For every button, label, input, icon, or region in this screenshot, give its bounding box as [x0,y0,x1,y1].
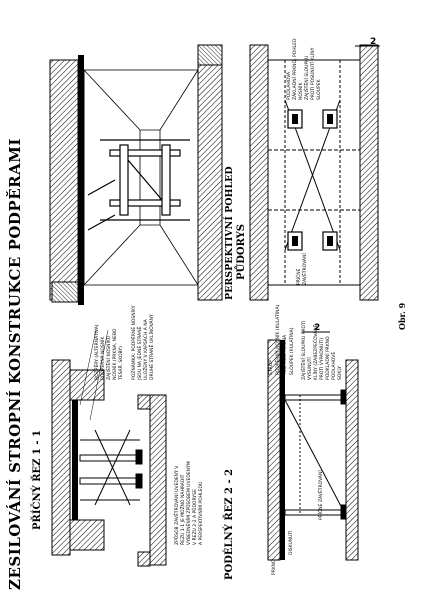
svg-text:PODLAHOVÁ: PODLAHOVÁ [285,71,292,100]
figure-number: Obr. 9 [397,302,407,330]
perspective-view: PERSPEKTIVNÍ POHLED [49,44,235,305]
long-beam [280,340,285,560]
svg-text:SOKLY: SOKLY [337,366,343,380]
cross-section-heading: PŘÍČNÝ ŘEZ 1 - 1 [31,430,43,530]
perspective-heading: PERSPEKTIVNÍ POHLED [223,166,235,300]
svg-text:SLOUPEK: SLOUPEK [316,78,322,100]
plan-posts [287,109,338,251]
persp-beam [78,55,84,305]
svg-text:PROTI POSUNUTÍ KLÍNY: PROTI POSUNUTÍ KLÍNY [309,47,316,100]
persp-floor [51,44,223,303]
plan-section-marker: 2 [370,37,376,47]
svg-text:SLOUPEK (KULATINA): SLOUPEK (KULATINA) [289,327,295,375]
cross-note-b: ZPŮSOB ZAVĚTROVÁNÍ UVEDENÝ V ŘEZU 1-1 JE… [172,461,204,545]
svg-text:PODLAHOVÉ: PODLAHOVÉ [329,352,337,380]
svg-text:ŘEZU 1-1 JE MOŽNO NAHRADIT: ŘEZU 1-1 JE MOŽNO NAHRADIT [178,474,186,545]
svg-text:PROTI VYPADNUTÍ): PROTI VYPADNUTÍ) [318,338,325,380]
svg-text:ZPŮSOB ZAVĚTROVÁNÍ UVEDENÝ V: ZPŮSOB ZAVĚTROVÁNÍ UVEDENÝ V [172,465,180,545]
cross-floor-slab [51,359,71,556]
svg-text:NOSNÍK: NOSNÍK [297,82,304,100]
cross-ceiling-cap [137,394,151,410]
cross-ceiling-slab [149,394,167,566]
plan-beams [268,59,360,286]
svg-text:ZAJIŠTĚNÍ NOSNÍKU: ZAJIŠTĚNÍ NOSNÍKU [104,336,112,380]
svg-text:DISKUNUTÍ: DISKUNUTÍ [287,530,294,555]
plan-wall-left [249,44,269,301]
long-labels-right: ZAJIŠTĚNÍ SLOUPKU PROTI VYSUNUTÍ KLÍNY (… [299,321,343,380]
long-labels-bottom: PRKNO DISKUNUTÍ PŘÍČNÉ ZAVĚTROVÁNÍ [271,470,324,575]
svg-text:JSOU NA JEDNÉ STRANĚ: JSOU NA JEDNÉ STRANĚ [135,326,143,381]
cross-note-a: POZNÁMKA: PODPĚRNÉ NOSNÍKY JSOU NA JEDNÉ… [129,305,155,381]
svg-text:A PERSPEKTIVNÍM POHLEDU: A PERSPEKTIVNÍM POHLEDU [197,482,204,545]
svg-text:TESAŘSKÁ SKOBA: TESAŘSKÁ SKOBA [280,334,288,376]
svg-text:ROZPĚRY (ALTERNATIVA): ROZPĚRY (ALTERNATIVA) [92,324,100,380]
long-section-marker: 2 [314,323,320,333]
cross-ceiling-cap-2 [137,551,151,567]
long-floor [345,359,359,561]
svg-text:PŘÍČNÉ ZAVĚTROVÁNÍ: PŘÍČNÉ ZAVĚTROVÁNÍ [316,470,324,520]
svg-text:STROP: STROP [268,360,274,375]
svg-text:NOSNÍK (PRKNA, NEBO: NOSNÍK (PRKNA, NEBO [111,328,118,380]
svg-text:PODPĚRNÝ NOSNÍK (KULATINA): PODPĚRNÝ NOSNÍK (KULATINA) [273,304,281,375]
cross-support-beam [72,400,78,520]
svg-text:TESAŘ. SKOBY): TESAŘ. SKOBY) [116,346,124,381]
long-labels-top: STROP PODPĚRNÝ NOSNÍK (KULATINA) TESAŘSK… [268,304,295,376]
svg-text:PŘÍČNÉ: PŘÍČNÉ [294,268,302,285]
cross-floor-block [69,369,105,401]
plan-label-bottom: PŘÍČNÉ ZAVĚTROVÁNÍ [294,253,308,285]
svg-text:VYSUNUTÍ: VYSUNUTÍ [306,357,313,380]
cross-labels: ROZPĚRY (ALTERNATIVA) PODPĚRNÝ NOSNÍK ZA… [79,324,124,421]
cross-floor-block-2 [69,519,105,551]
svg-text:ZAJIŠTĚNÍ SLOUPKU PROTI: ZAJIŠTĚNÍ SLOUPKU PROTI [299,321,307,380]
persp-wall-left [49,59,79,301]
plan-labels: PODLAHOVÁ ZÁKLADNÍ PRKNO, POHLED NOSNÍK … [285,38,322,100]
svg-text:PODKLADNÍ PRKNO: PODKLADNÍ PRKNO [324,336,331,380]
svg-text:ZÁKLADNÍ PRKNO, POHLED: ZÁKLADNÍ PRKNO, POHLED [291,38,298,100]
plan-heading: PŮDORYS [235,224,247,280]
persp-room-lines [83,68,199,287]
plan-view: PŮDORYS PODLAHOVÁ ZÁKLADNÍ PRKNO, POHLED [235,37,380,301]
svg-text:DRUHÉ STRANĚ UKLÍNOVÁNY: DRUHÉ STRANĚ UKLÍNOVÁNY [147,314,155,380]
cross-posts [79,429,143,506]
longitudinal-section-2-2: PODÉLNÝ ŘEZ 2 - 2 STROP PODPĚRNÝ NOSNÍK … [223,304,359,580]
svg-text:VYBEDNĚNÍM ZPŮSOBEM UVEDENÝM: VYBEDNĚNÍM ZPŮSOBEM UVEDENÝM [184,461,192,545]
svg-text:ZAVĚTROVÁNÍ: ZAVĚTROVÁNÍ [300,253,308,285]
plan-wall-right [359,44,379,301]
long-posts [284,389,347,520]
cross-section-1-1: PŘÍČNÝ ŘEZ 1 - 1 ROZPĚRY (ALTERNATIVA) P… [31,305,204,567]
persp-wall-right [197,59,223,301]
svg-text:KLÍNY (ZABEZPEČOVANÉ: KLÍNY (ZABEZPEČOVANÉ [311,324,319,380]
persp-support-frame [87,139,190,231]
svg-text:V ŘEZU 2-2 A PŮDORYSE: V ŘEZU 2-2 A PŮDORYSE [190,489,198,545]
svg-text:ZAJIŠTĚNÍ SLOUPKU: ZAJIŠTĚNÍ SLOUPKU [302,56,310,100]
longitudinal-heading: PODÉLNÝ ŘEZ 2 - 2 [223,469,235,580]
svg-text:PRKNO: PRKNO [271,559,277,575]
page-title: ZESILOVÁNÍ STROPNÍ KONSTRUKCE PODPĚRAMI [6,138,24,590]
svg-text:ULOŽENY V KAPSÁCH A NA: ULOŽENY V KAPSÁCH A NA [141,318,149,380]
svg-text:POZNÁMKA: PODPĚRNÉ NOSNÍKY: POZNÁMKA: PODPĚRNÉ NOSNÍKY [129,305,137,380]
svg-text:PODPĚRNÝ NOSNÍK: PODPĚRNÝ NOSNÍK [98,336,106,380]
